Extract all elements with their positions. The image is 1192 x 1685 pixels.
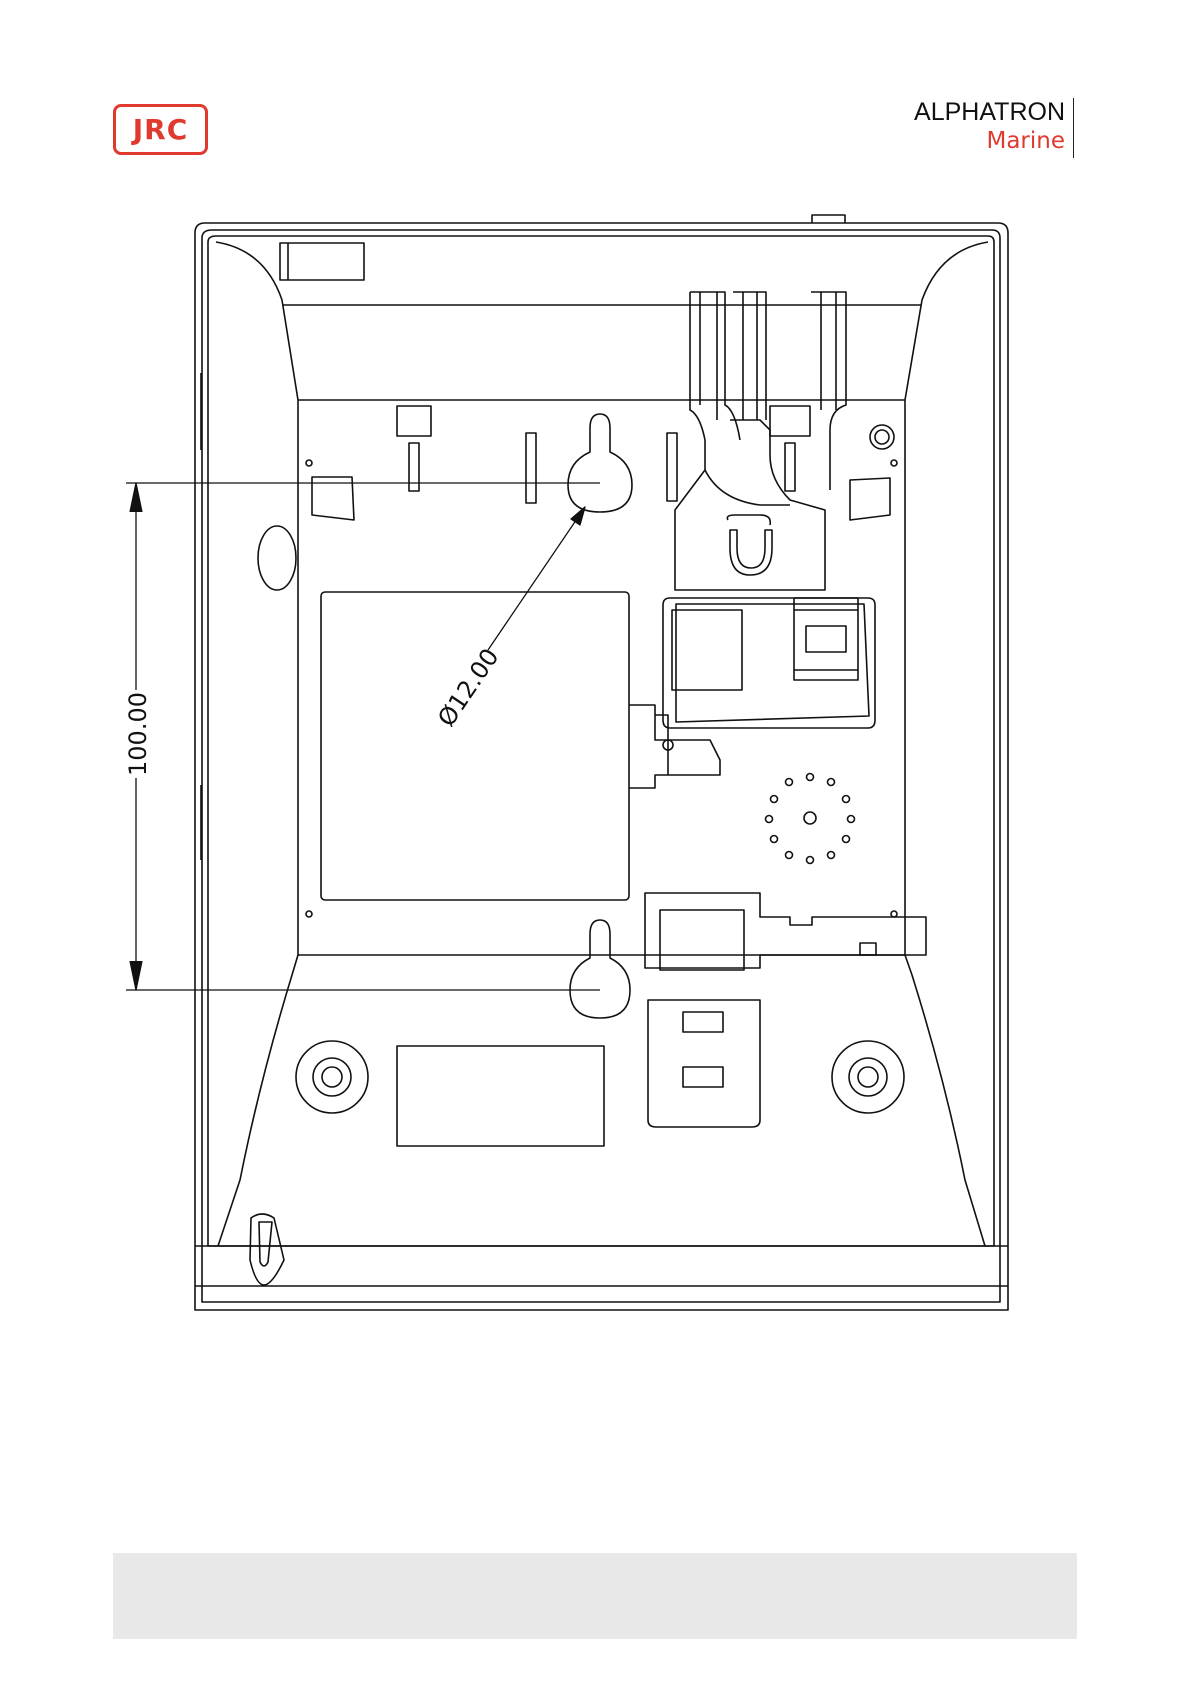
speaker-grille bbox=[766, 774, 855, 864]
rubber-feet bbox=[296, 1041, 904, 1113]
bottom-connectors bbox=[645, 893, 926, 1127]
label-plates bbox=[321, 592, 720, 1146]
footer-bar bbox=[113, 1553, 1077, 1639]
dimension-diameter-label: Ø12.00 bbox=[432, 643, 504, 731]
connector-block bbox=[663, 598, 875, 728]
dimension-annotations bbox=[126, 483, 600, 990]
keyhole-slots bbox=[568, 414, 632, 1018]
cord-channel bbox=[675, 292, 894, 590]
bottom-hook bbox=[250, 1214, 284, 1285]
dimension-height-label: 100.00 bbox=[124, 692, 152, 776]
